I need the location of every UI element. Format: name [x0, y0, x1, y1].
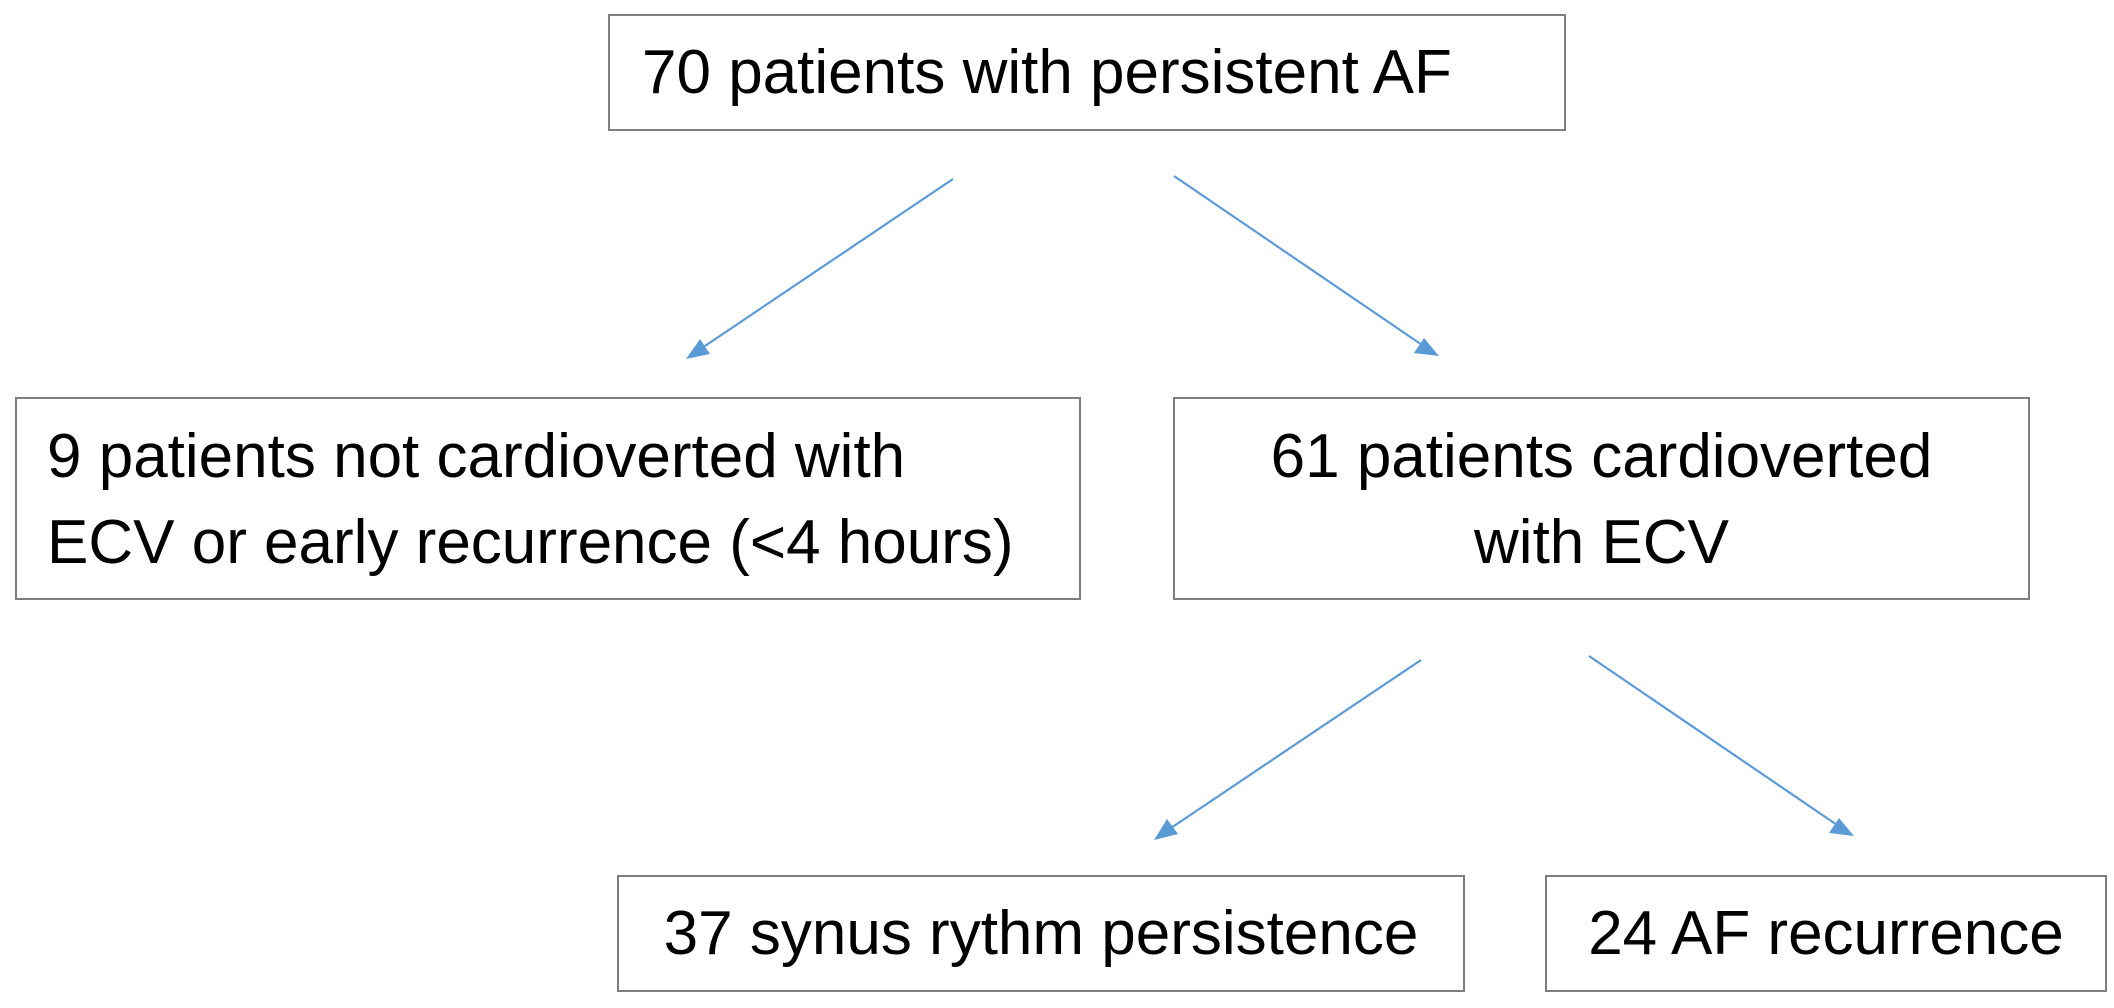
- node-cardioverted-line-2: with ECV: [1474, 508, 1729, 577]
- arrow-right-to-bottom-right: [1588, 655, 1854, 836]
- node-cardioverted-line-1: 61 patients cardioverted: [1270, 422, 1933, 491]
- node-total-patients-label: 70 patients with persistent AF: [642, 38, 1452, 107]
- node-sinus-rhythm-persistence: 37 synus rythm persistence: [617, 875, 1465, 992]
- node-not-cardioverted: 9 patients not cardioverted with ECV or …: [15, 397, 1081, 600]
- node-not-cardioverted-line-1: 9 patients not cardioverted with: [47, 422, 906, 491]
- node-sinus-rhythm-persistence-label: 37 synus rythm persistence: [663, 899, 1419, 968]
- node-not-cardioverted-line-2: ECV or early recurrence (<4 hours): [47, 508, 1014, 577]
- arrow-right-to-bottom-left: [1154, 659, 1422, 840]
- node-cardioverted: 61 patients cardioverted with ECV: [1173, 397, 2030, 600]
- node-af-recurrence: 24 AF recurrence: [1545, 875, 2107, 992]
- node-total-patients: 70 patients with persistent AF: [608, 14, 1566, 131]
- arrow-top-to-right: [1173, 175, 1439, 356]
- node-af-recurrence-label: 24 AF recurrence: [1588, 899, 2064, 968]
- arrow-top-to-left: [686, 178, 954, 359]
